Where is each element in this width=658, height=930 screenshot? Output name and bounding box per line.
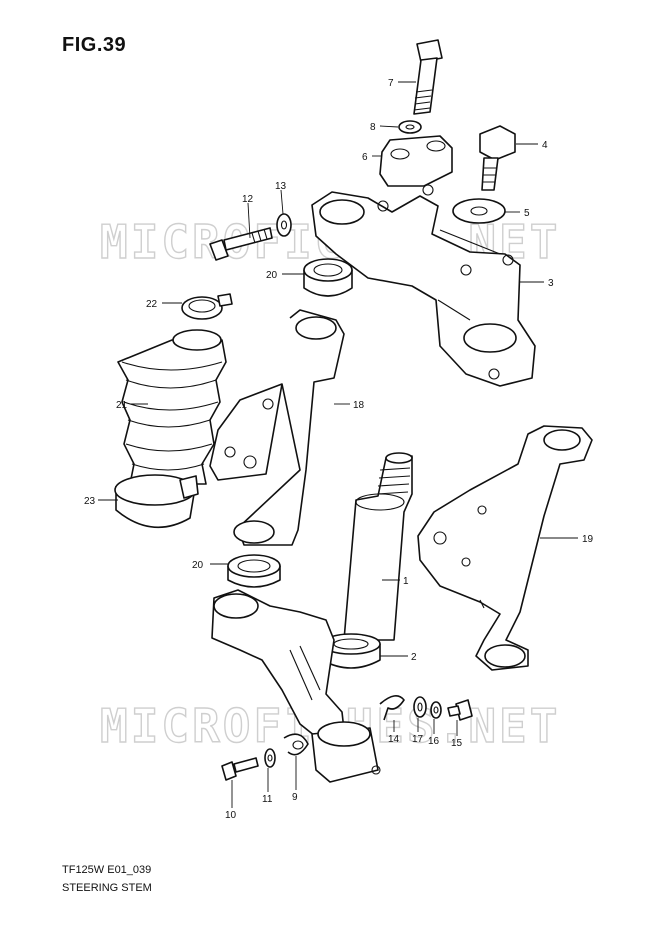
callout-18: 18 bbox=[353, 400, 365, 411]
part-16-washer bbox=[430, 701, 442, 719]
callout-17: 17 bbox=[412, 734, 424, 745]
callout-22: 22 bbox=[146, 299, 158, 310]
callout-4: 4 bbox=[542, 140, 548, 151]
callout-9: 9 bbox=[292, 792, 298, 803]
part-15-screw bbox=[447, 699, 473, 721]
callout-6: 6 bbox=[362, 152, 368, 163]
part-7-bolt bbox=[413, 39, 443, 115]
callout-20-upper: 20 bbox=[266, 270, 278, 281]
part-4-bolt bbox=[479, 125, 516, 191]
part-2-bearing bbox=[321, 633, 381, 669]
part-20-lower-bush bbox=[227, 554, 281, 588]
part-14-clip bbox=[379, 695, 405, 721]
part-10-bolt bbox=[221, 757, 259, 781]
part-19-bracket-right bbox=[417, 425, 593, 671]
callout-numbers: 7 8 6 4 5 3 12 13 20 22 21 23 18 19 20 1… bbox=[84, 78, 594, 821]
callout-14: 14 bbox=[388, 734, 400, 745]
callout-15: 15 bbox=[451, 738, 463, 749]
callout-3: 3 bbox=[548, 278, 554, 289]
callout-19: 19 bbox=[582, 534, 594, 545]
callout-21: 21 bbox=[116, 400, 128, 411]
part-22-clamp bbox=[181, 293, 233, 320]
part-6-handlebar-holder bbox=[379, 135, 453, 187]
callout-13: 13 bbox=[275, 181, 287, 192]
callout-16: 16 bbox=[428, 736, 440, 747]
leader-lines bbox=[98, 81, 578, 808]
part-12-bolt bbox=[209, 227, 273, 261]
callout-2: 2 bbox=[411, 652, 417, 663]
part-9-clamp bbox=[283, 733, 309, 756]
part-18-bracket-left bbox=[209, 309, 345, 546]
callout-11: 11 bbox=[262, 794, 273, 805]
part-20-upper-bush bbox=[303, 258, 353, 297]
part-5-washer bbox=[452, 198, 506, 224]
part-23-band bbox=[114, 474, 199, 529]
callout-20-lower: 20 bbox=[192, 560, 204, 571]
callout-10: 10 bbox=[225, 810, 237, 821]
part-1-steering-stem bbox=[343, 452, 413, 641]
lower-bracket bbox=[211, 589, 381, 783]
callout-12: 12 bbox=[242, 194, 254, 205]
part-17-washer bbox=[413, 696, 427, 718]
section-name: STEERING STEM bbox=[62, 882, 152, 894]
figure-title: FIG.39 bbox=[62, 34, 127, 56]
part-21-boot bbox=[117, 329, 227, 485]
callout-23: 23 bbox=[84, 496, 96, 507]
callout-1: 1 bbox=[403, 576, 409, 587]
part-13-washer bbox=[276, 213, 292, 237]
model-code: TF125W E01_039 bbox=[62, 864, 152, 876]
callout-8: 8 bbox=[370, 122, 376, 133]
part-8-washer bbox=[398, 120, 422, 134]
part-11-washer bbox=[264, 748, 276, 768]
callout-7: 7 bbox=[388, 78, 394, 89]
part-3-upper-bracket bbox=[311, 184, 536, 387]
callout-5: 5 bbox=[524, 208, 530, 219]
